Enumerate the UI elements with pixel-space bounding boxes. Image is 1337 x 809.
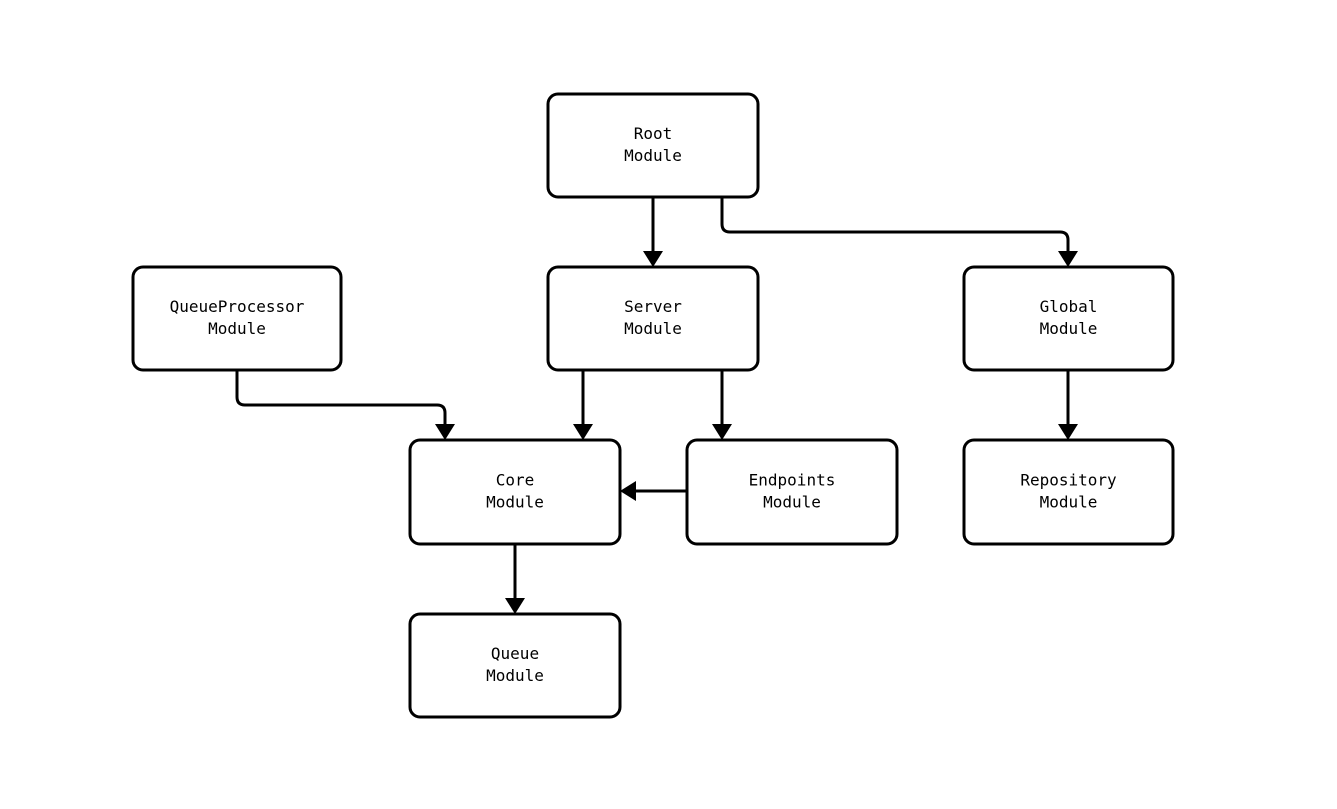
global-module-node-shape[interactable] — [962, 265, 1175, 372]
edge-server-to-endpoints-arrowhead-icon — [712, 424, 732, 440]
endpoints-module-node-shape[interactable] — [685, 438, 899, 546]
root-module-node-label-line-1: Root — [634, 124, 673, 143]
edge-root-to-server-arrowhead-icon — [643, 251, 663, 267]
global-module-node-label-line-2: Module — [1040, 319, 1098, 338]
edge-queueprocessor-to-core-arrowhead-icon — [435, 424, 455, 440]
server-module-node-shape[interactable] — [546, 265, 760, 372]
edge-queueprocessor-to-core-line — [235, 370, 447, 424]
core-module-node-label-line-1: Core — [496, 471, 535, 490]
queue-module-node-label-line-1: Queue — [491, 644, 539, 663]
queue-module-node-shape[interactable] — [408, 612, 622, 719]
edge-root-to-global — [720, 197, 1078, 267]
queueprocessor-module-node-label-line-2: Module — [208, 319, 266, 338]
edge-root-to-global-arrowhead-icon — [1058, 251, 1078, 267]
core-module-node-shape[interactable] — [408, 438, 622, 546]
edge-core-to-queue — [505, 544, 525, 614]
global-module-node-label-line-1: Global — [1040, 297, 1098, 316]
server-module-node-label-line-1: Server — [624, 297, 682, 316]
edge-server-to-core-arrowhead-icon — [573, 424, 593, 440]
endpoints-module-node-label-line-2: Module — [763, 493, 821, 512]
edge-endpoints-to-core — [620, 481, 687, 501]
edge-root-to-server — [643, 197, 663, 267]
edge-global-to-repository-arrowhead-icon — [1058, 424, 1078, 440]
edge-server-to-endpoints — [712, 370, 732, 440]
nodes-layer: RootModuleQueueProcessorModuleServerModu… — [131, 92, 1175, 719]
edge-core-to-queue-arrowhead-icon — [505, 598, 525, 614]
repository-module-node-shape[interactable] — [962, 438, 1175, 546]
edge-queueprocessor-to-core — [235, 370, 455, 440]
edge-root-to-global-line — [720, 197, 1070, 251]
edges-layer — [235, 197, 1078, 614]
core-module-node-label-line-2: Module — [486, 493, 544, 512]
queueprocessor-module-node-shape[interactable] — [131, 265, 343, 372]
queue-module-node-label-line-2: Module — [486, 666, 544, 685]
edge-server-to-core — [573, 370, 593, 440]
server-module-node-label-line-2: Module — [624, 319, 682, 338]
root-module-node-shape[interactable] — [546, 92, 760, 199]
queueprocessor-module-node-label-line-1: QueueProcessor — [170, 297, 305, 316]
repository-module-node-label-line-1: Repository — [1020, 471, 1117, 490]
edge-endpoints-to-core-arrowhead-icon — [620, 481, 636, 501]
edge-global-to-repository — [1058, 370, 1078, 440]
root-module-node-label-line-2: Module — [624, 146, 682, 165]
endpoints-module-node-label-line-1: Endpoints — [749, 471, 836, 490]
repository-module-node-label-line-2: Module — [1040, 493, 1098, 512]
